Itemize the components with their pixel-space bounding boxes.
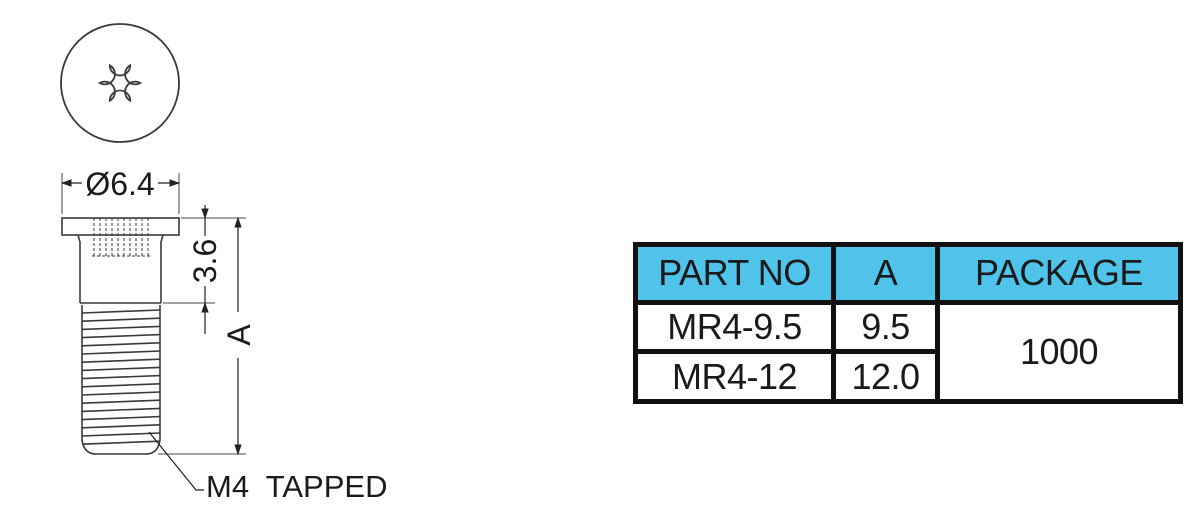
- table-row: MR4-12 12.0: [633, 349, 1181, 404]
- table-header-row: PART NO A PACKAGE: [633, 242, 1183, 305]
- col-header-part-no: PART NO: [633, 242, 836, 305]
- col-header-a: A: [831, 242, 940, 305]
- dim-head-diameter-label: Ø6.4: [85, 166, 154, 202]
- thread-line: [81, 415, 161, 421]
- torx-star-icon: [97, 63, 143, 103]
- cell-part-no: MR4-9.5: [633, 299, 836, 355]
- thread-line: [81, 333, 161, 339]
- thread-line: [81, 342, 161, 347]
- screw-head-top-view: [60, 23, 180, 143]
- thread-line: [81, 424, 161, 429]
- cell-a: 9.5: [831, 299, 940, 355]
- table-row: MR4-9.5 9.5 1000: [633, 299, 1183, 405]
- dimension-shank-length: 3.6: [187, 205, 223, 334]
- thread-callout: M4 TAPPED: [148, 431, 387, 504]
- screw-side-view: [61, 217, 180, 455]
- thread-line: [81, 366, 161, 372]
- cell-package: 1000: [935, 299, 1183, 405]
- dimension-head-diameter: Ø6.4: [60, 166, 181, 202]
- cell-a: 12.0: [831, 349, 940, 404]
- callout-thread-label: M4 TAPPED: [206, 469, 387, 504]
- thread-line: [81, 432, 161, 437]
- thread-line: [81, 440, 161, 445]
- thread-line: [81, 325, 161, 331]
- thread-line: [81, 374, 161, 380]
- thread-line: [81, 309, 161, 314]
- dim-overall-length-label: A: [221, 324, 257, 346]
- col-header-package: PACKAGE: [935, 242, 1183, 305]
- thread-line: [81, 407, 161, 413]
- part-spec-table: PART NO A PACKAGE MR4-9.5 9.5 1000 MR4-1…: [633, 242, 1183, 405]
- thread-line: [81, 317, 161, 322]
- dim-shank-length-label: 3.6: [187, 239, 223, 283]
- thread-line: [81, 350, 161, 355]
- thread-lines: [81, 309, 161, 445]
- thread-line: [81, 383, 161, 388]
- thread-line: [81, 399, 161, 404]
- cell-part-no: MR4-12: [633, 349, 836, 404]
- thread-line: [81, 358, 161, 363]
- dimension-overall-length: A: [221, 216, 257, 456]
- thread-line: [81, 391, 161, 396]
